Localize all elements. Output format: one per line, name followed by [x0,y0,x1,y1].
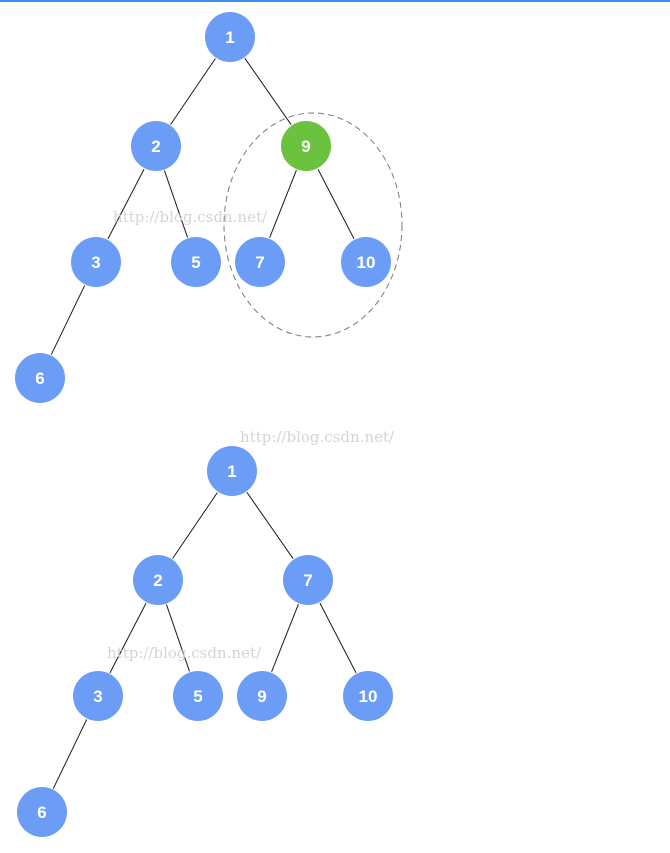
subtree-outline-layer [223,112,403,338]
tree-edge [107,168,145,240]
node-circle [343,671,393,721]
node-label: 1 [227,462,236,481]
tree-node-1: 1 [205,12,255,62]
node-circle [133,555,183,605]
tree-node-9: 9 [281,121,331,171]
tree-node-2: 2 [133,555,183,605]
node-label: 5 [191,253,200,272]
tree-edge [319,602,357,674]
tree-node-5: 5 [173,671,223,721]
tree-edge [166,604,190,672]
tree-edge [50,285,86,355]
node-circle [173,671,223,721]
node-label: 7 [303,571,312,590]
tree-node-5: 5 [171,237,221,287]
node-label: 7 [255,253,264,272]
node-label: 1 [225,28,234,47]
tree-edge [269,169,297,239]
tree-edge [271,603,299,673]
subtree-highlight-outline [223,112,403,338]
tree-node-3: 3 [71,237,121,287]
highlighted-node-circle [281,121,331,171]
tree-node-2: 2 [131,121,181,171]
node-circle [205,12,255,62]
node-label: 10 [357,253,376,272]
tree-edge [244,58,292,125]
tree-node-6: 6 [15,353,65,403]
node-label: 2 [153,571,162,590]
node-label: 3 [93,687,102,706]
tree-node-10: 10 [343,671,393,721]
node-label: 3 [91,253,100,272]
node-circle [341,237,391,287]
tree-edge [164,170,188,238]
tree-edge [172,492,218,559]
node-label: 6 [35,369,44,388]
tree-edge [109,602,147,674]
node-circle [171,237,221,287]
node-label: 5 [193,687,202,706]
nodes-layer: 1 2 9 3 5 7 10 6 1 2 7 3 5 9 10 6 [15,12,393,837]
node-circle [237,671,287,721]
node-circle [71,237,121,287]
node-label: 9 [257,687,266,706]
tree-node-6: 6 [17,787,67,837]
node-circle [15,353,65,403]
tree-node-3: 3 [73,671,123,721]
tree-edge [246,492,294,559]
watermark-text: http://blog.csdn.net/ [113,208,268,226]
tree-node-7: 7 [235,237,285,287]
node-circle [17,787,67,837]
tree-node-9: 9 [237,671,287,721]
node-circle [73,671,123,721]
edges-layer [50,58,357,789]
tree-node-7: 7 [283,555,333,605]
node-circle [283,555,333,605]
tree-node-10: 10 [341,237,391,287]
node-circle [207,446,257,496]
tree-node-1: 1 [207,446,257,496]
watermark-layer: http://blog.csdn.net/ http://blog.csdn.n… [107,208,395,662]
tree-edge [170,58,216,125]
top-accent-bar [0,0,670,2]
node-label: 9 [301,137,310,156]
node-label: 6 [37,803,46,822]
tree-edge [317,168,355,240]
watermark-text: http://blog.csdn.net/ [240,428,395,446]
node-label: 2 [151,137,160,156]
node-label: 10 [359,687,378,706]
watermark-text: http://blog.csdn.net/ [107,644,262,662]
node-circle [131,121,181,171]
node-circle [235,237,285,287]
tree-edge [52,719,88,789]
